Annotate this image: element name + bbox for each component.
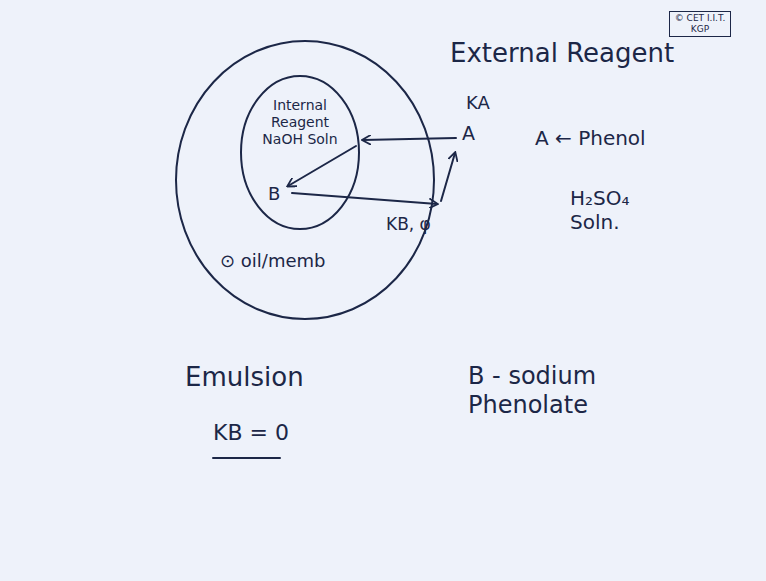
heading-note: External Reagent: [450, 38, 674, 69]
note: A ← Phenol: [535, 126, 646, 150]
flux-arrow-b: [292, 193, 437, 204]
species-label: A: [462, 122, 475, 145]
note: KB = 0: [213, 420, 289, 446]
note: H₂SO₄ Soln.: [570, 186, 660, 234]
reaction-arrow: [288, 146, 356, 186]
membrane-label: ⊙ oil/memb: [220, 250, 325, 272]
species-label: B: [268, 183, 280, 205]
flux-arrow-a: [363, 138, 456, 140]
watermark: © CET I.I.T. KGP: [669, 11, 731, 37]
underline: [213, 457, 280, 459]
return-arrow: [441, 153, 455, 201]
internal-droplet: Internal Reagent NaOH SolnB: [240, 75, 360, 230]
circle-outline: [175, 40, 435, 320]
droplet-label: Internal Reagent NaOH Soln: [252, 97, 348, 147]
emulsion-globule: ⊙ oil/memb Internal Reagent NaOH SolnB: [175, 40, 435, 320]
coefficient-label: KA: [466, 92, 490, 114]
coefficient-label: KB, φ: [386, 214, 431, 234]
note: B - sodium Phenolate: [468, 362, 648, 420]
note: Emulsion: [185, 362, 304, 393]
